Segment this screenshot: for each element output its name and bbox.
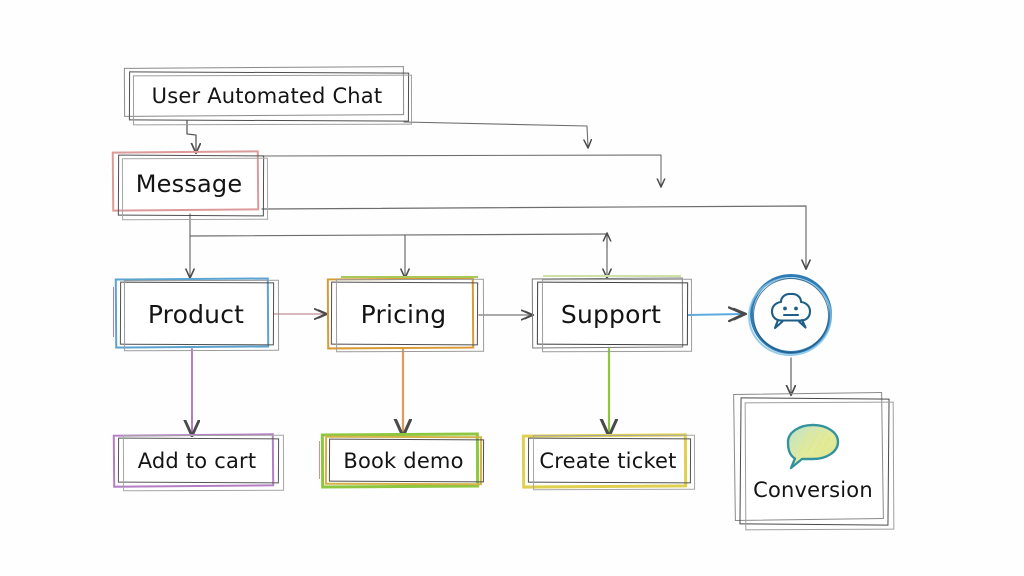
node-label: Conversion xyxy=(753,477,873,502)
edge-top-rail-right xyxy=(261,121,806,268)
edge-support-to-chatbot xyxy=(687,314,742,315)
node-user-automated-chat[interactable]: User Automated Chat xyxy=(123,66,413,126)
node-create-ticket[interactable]: Create ticket xyxy=(521,433,696,491)
node-product[interactable]: Product xyxy=(113,277,280,352)
node-label: User Automated Chat xyxy=(151,84,383,108)
sketch-frame xyxy=(113,277,280,352)
node-book-demo[interactable]: Book demo xyxy=(319,432,485,489)
node-pricing[interactable]: Pricing xyxy=(326,276,485,353)
edge-chat-to-message xyxy=(186,120,196,152)
sketch-frame xyxy=(319,432,485,489)
node-chat-bot[interactable] xyxy=(748,273,834,357)
speech-bubble-icon xyxy=(786,423,840,469)
node-label: Support xyxy=(560,299,662,329)
edge-message-fanout xyxy=(190,213,607,277)
node-conversion[interactable]: Conversion xyxy=(733,391,895,531)
node-label: Create ticket xyxy=(539,449,677,473)
sketch-frame xyxy=(531,275,693,353)
node-message[interactable]: Message xyxy=(111,150,269,221)
node-add-to-cart[interactable]: Add to cart xyxy=(112,433,285,492)
node-label: Book demo xyxy=(343,449,464,473)
node-label: Product xyxy=(147,299,245,329)
chat-bubble-icon xyxy=(770,292,812,330)
chat-ring-accent xyxy=(753,278,829,353)
node-support[interactable]: Support xyxy=(531,275,693,353)
node-label: Add to cart xyxy=(137,449,257,473)
node-label: Message xyxy=(135,170,243,198)
node-label: Pricing xyxy=(360,299,447,329)
